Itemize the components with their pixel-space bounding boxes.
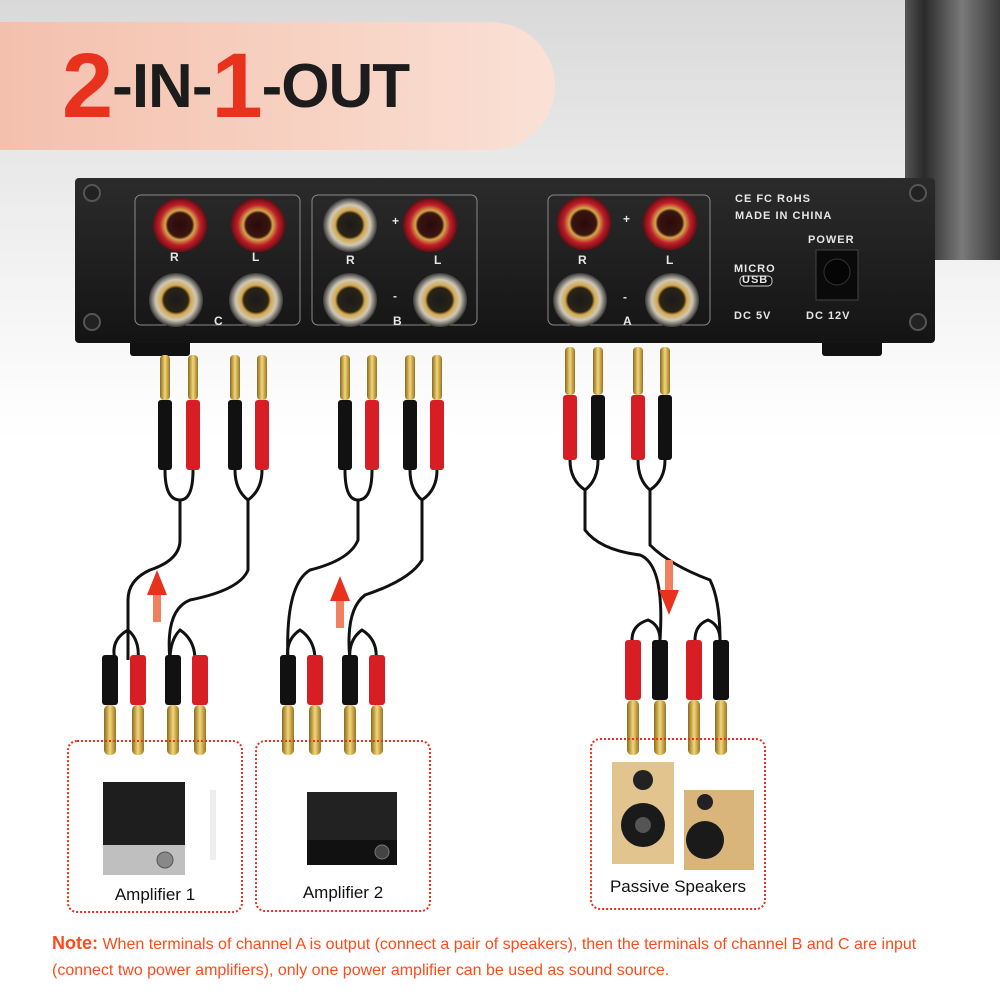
channel-a-name: A xyxy=(623,314,633,328)
amplifier-1-box: Amplifier 1 xyxy=(67,740,243,913)
power-voltage: DC 12V xyxy=(806,310,851,322)
amplifier-2-box: Amplifier 2 xyxy=(255,740,431,912)
arrow-up-icon xyxy=(147,570,167,622)
headline-number-in: 2 xyxy=(62,34,113,137)
channel-c-name: C xyxy=(214,314,224,328)
speakers-label: Passive Speakers xyxy=(609,877,747,896)
note-text: Note: When terminals of channel A is out… xyxy=(52,930,952,984)
note-prefix: Note: xyxy=(52,933,98,953)
speakers-box: Passive Speakers xyxy=(590,738,766,910)
channel-a-r-label: R xyxy=(578,253,588,267)
headline-text-out: -OUT xyxy=(261,51,411,121)
amplifier-1-label: Amplifier 1 xyxy=(114,885,196,904)
channel-b-l-label: L xyxy=(434,253,443,267)
channel-a-minus-label: - xyxy=(623,290,628,304)
channel-c-l-label: L xyxy=(252,250,261,264)
channel-a-l-label: L xyxy=(666,253,675,267)
speakers-image xyxy=(612,762,754,870)
switcher-device xyxy=(75,178,935,356)
channel-b-minus-label: - xyxy=(393,289,398,303)
headline-text-in: -IN- xyxy=(112,51,212,121)
channel-c-r-label: R xyxy=(170,250,180,264)
amplifier-1-image xyxy=(103,782,216,875)
usb-label-1: MICRO xyxy=(734,263,776,275)
power-label: POWER xyxy=(808,234,855,246)
channel-b-r-label: R xyxy=(346,253,356,267)
note-body: When terminals of channel A is output (c… xyxy=(52,936,917,979)
arrow-up-icon xyxy=(330,576,350,628)
amplifier-2-label: Amplifier 2 xyxy=(302,883,384,902)
certification-marks: CE FC RoHS xyxy=(735,193,811,205)
usb-voltage: DC 5V xyxy=(734,310,772,322)
headline-number-out: 1 xyxy=(211,34,262,137)
headline-banner: 2 -IN- 1 -OUT xyxy=(0,22,555,150)
channel-b-name: B xyxy=(393,314,403,328)
channel-a-plus-label: + xyxy=(623,212,632,226)
amplifier-2-image xyxy=(307,792,397,865)
banana-plugs xyxy=(102,347,729,755)
made-in-label: MADE IN CHINA xyxy=(735,210,833,222)
arrow-down-icon xyxy=(659,560,679,615)
usb-label-2: USB xyxy=(742,274,769,286)
speaker-cables xyxy=(112,459,722,661)
channel-b-plus-label: + xyxy=(392,214,401,228)
